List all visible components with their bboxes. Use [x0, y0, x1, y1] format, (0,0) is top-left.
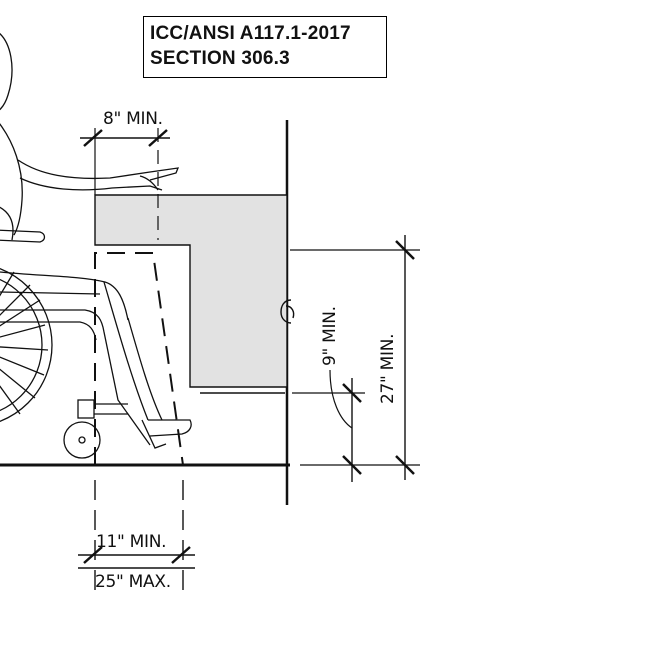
knee-clearance-outline [94, 252, 184, 466]
tick [171, 546, 191, 564]
tick [395, 240, 415, 260]
fixture-shape [94, 194, 288, 388]
tick [342, 383, 362, 403]
wheelchair-user-figure [0, 33, 192, 459]
faucet-icon [280, 299, 295, 324]
title-line-2: SECTION 306.3 [150, 48, 290, 69]
tick [83, 546, 103, 564]
leader-line [329, 369, 353, 429]
dim-label-total-depth: 25" MAX. [95, 572, 171, 592]
tick [342, 455, 362, 475]
dim-label-knee-height: 27" MIN. [378, 333, 398, 404]
tick [83, 129, 103, 147]
dim-label-knee-depth: 11" MIN. [96, 532, 167, 552]
dim-label-toe-depth: 8" MIN. [103, 109, 163, 129]
tick [395, 455, 415, 475]
title-line-1: ICC/ANSI A117.1-2017 [150, 23, 351, 44]
dim-label-toe-height: 9" MIN. [320, 306, 340, 366]
title-box: ICC/ANSI A117.1-2017 SECTION 306.3 [143, 16, 387, 78]
